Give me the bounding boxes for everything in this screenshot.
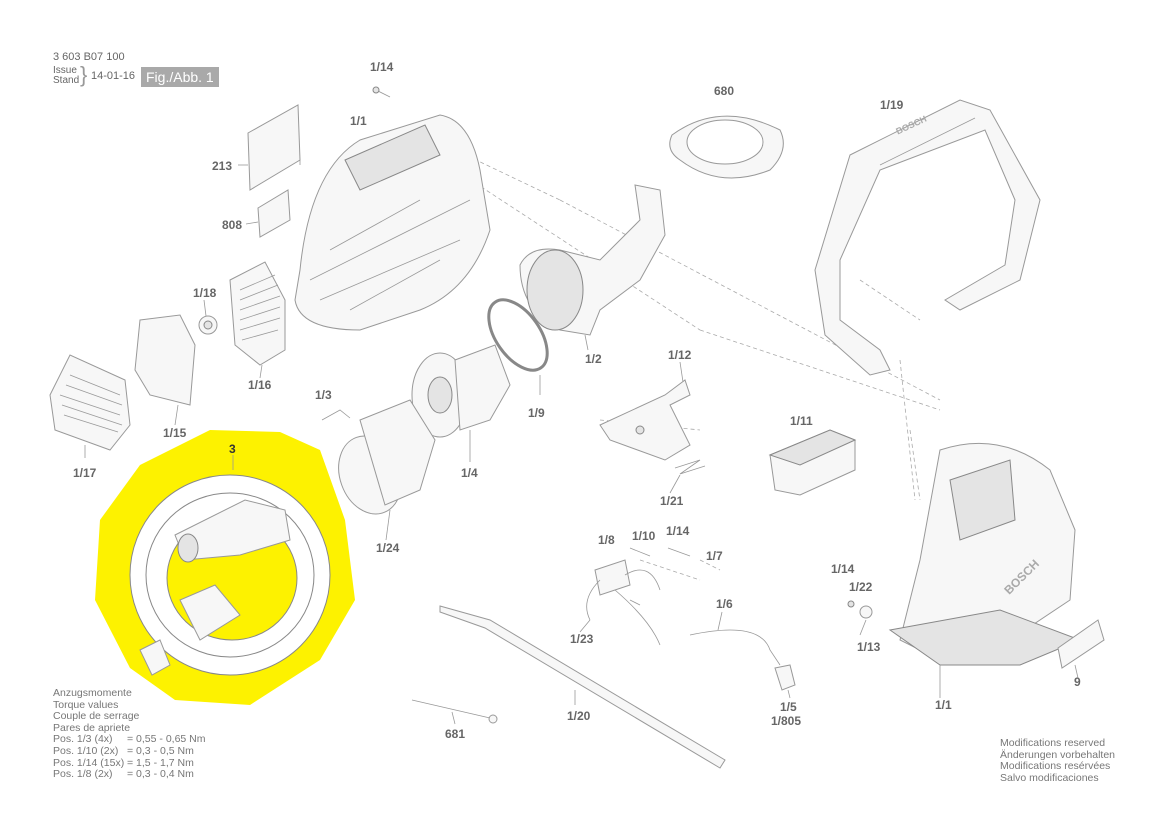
torque-title-fr: Couple de serrage [53,710,140,723]
torque-row: Pos. 1/14 (15x)= 1,5 - 1,7 Nm [53,756,206,770]
leader-lines [84,160,1079,725]
hose-highlight-3 [95,430,355,705]
label-1-16: 1/16 [248,378,272,392]
torque-pos: Pos. 1/8 (2x) [53,768,113,781]
o-ring-1-9 [487,298,549,372]
issue-label: Issue [53,65,77,76]
plate-808 [257,189,291,238]
torque-pos: Pos. 1/10 (2x) [53,744,119,757]
label-1-22: 1/22 [849,580,873,594]
torque-value: = 0,3 - 0,5 Nm [127,744,194,757]
torque-pos: Pos. 1/14 (15x) [53,756,125,769]
label-1-8: 1/8 [598,533,615,547]
label-1-3: 1/3 [315,388,332,402]
label-9: 9 [1074,675,1081,689]
issue-brace: } [80,62,88,87]
housing-half-top [294,114,491,331]
doc-number: 3 603 B07 100 [53,51,125,63]
issue-date: 14-01-16 [91,70,136,82]
fan-housing-1-2 [519,184,666,336]
power-cable-1-6 [689,629,796,691]
label-1-14-mid: 1/14 [666,524,690,538]
torque-pos: Pos. 1/3 (4x) [53,733,113,746]
modifications-es: Salvo modificaciones [1000,771,1099,784]
label-1-12: 1/12 [668,348,692,362]
torque-title-de: Anzugsmomente [53,687,132,699]
torque-row: Pos. 1/3 (4x) = 0,55 - 0,65 Nm [53,734,206,746]
label-1-10: 1/10 [632,529,656,543]
label-1-18: 1/18 [193,286,217,300]
tool-681 [411,699,491,719]
label-1-1-top: 1/1 [350,114,367,128]
label-1-5: 1/5 [780,700,797,714]
electronics-1-8 [586,547,691,646]
clip-1-21 [674,459,706,475]
label-213 [247,104,301,191]
torque-value: = 0,3 - 0,4 Nm [127,768,194,781]
knob-1-18 [198,315,218,335]
label-9 [1057,619,1105,669]
torque-row: Pos. 1/10 (2x) = 0,3 - 0,5 Nm [53,744,206,758]
screw-1-14-right [847,600,855,608]
screw-1-3 [321,409,351,421]
label-1-14-right: 1/14 [831,562,855,576]
label-1-21: 1/21 [660,494,684,508]
label-3: 3 [229,442,236,456]
label-808: 808 [222,218,243,232]
label-1-14-top: 1/14 [370,60,394,74]
label-680: 680 [714,84,735,98]
stand-label: Stand [53,75,80,86]
label-1-2: 1/2 [585,352,602,366]
modifications-notice: Modifications reserved Änderungen vorbeh… [1000,737,1116,784]
label-1-23: 1/23 [570,632,594,646]
label-1-15: 1/15 [163,426,187,440]
torque-table: Anzugsmomente Torque values Couple de se… [53,687,206,781]
label-1-11: 1/11 [790,414,813,428]
label-1-17: 1/17 [73,466,97,480]
label-1-20: 1/20 [567,709,591,723]
grille-1-16 [229,261,286,366]
label-1-4: 1/4 [461,466,478,480]
label-1-805: 1/805 [771,714,802,728]
rod-1-20 [439,605,726,769]
torque-title-es: Pares de apriete [53,721,131,734]
filter-pad-1-15 [134,314,196,406]
modifications-de: Änderungen vorbehalten [1000,748,1116,761]
label-1-24: 1/24 [376,541,400,555]
modifications-en: Modifications reserved [1000,737,1106,749]
label-1-6: 1/6 [716,597,733,611]
tool-681-tip [488,714,498,724]
label-1-1-bottom: 1/1 [935,698,952,712]
label-1-13: 1/13 [857,640,881,654]
impeller-1-24 [338,399,436,515]
washer-1-13 [859,605,873,619]
gasket-680 [669,115,784,179]
label-1-9: 1/9 [528,406,545,420]
motor-1-4 [411,344,511,438]
grille-1-17 [49,354,131,451]
torque-value: = 1,5 - 1,7 Nm [127,756,194,769]
modifications-fr: Modifications resérvées [1000,760,1111,773]
label-1-19: 1/19 [880,98,904,112]
switch-module-1-11 [768,429,857,496]
label-213: 213 [212,159,233,173]
screw-1-14-top [372,86,391,98]
torque-row: Pos. 1/8 (2x) = 0,3 - 0,4 Nm [53,769,206,781]
torque-title-en: Torque values [53,698,119,711]
housing-half-bottom [888,442,1082,666]
torque-value: = 0,55 - 0,65 Nm [127,733,206,746]
label-1-7: 1/7 [706,549,723,563]
bracket-1-12 [599,379,691,461]
handle-strap-1-19 [814,99,1041,376]
figure-label: Fig./Abb. 1 [141,67,219,87]
label-681: 681 [445,727,466,741]
